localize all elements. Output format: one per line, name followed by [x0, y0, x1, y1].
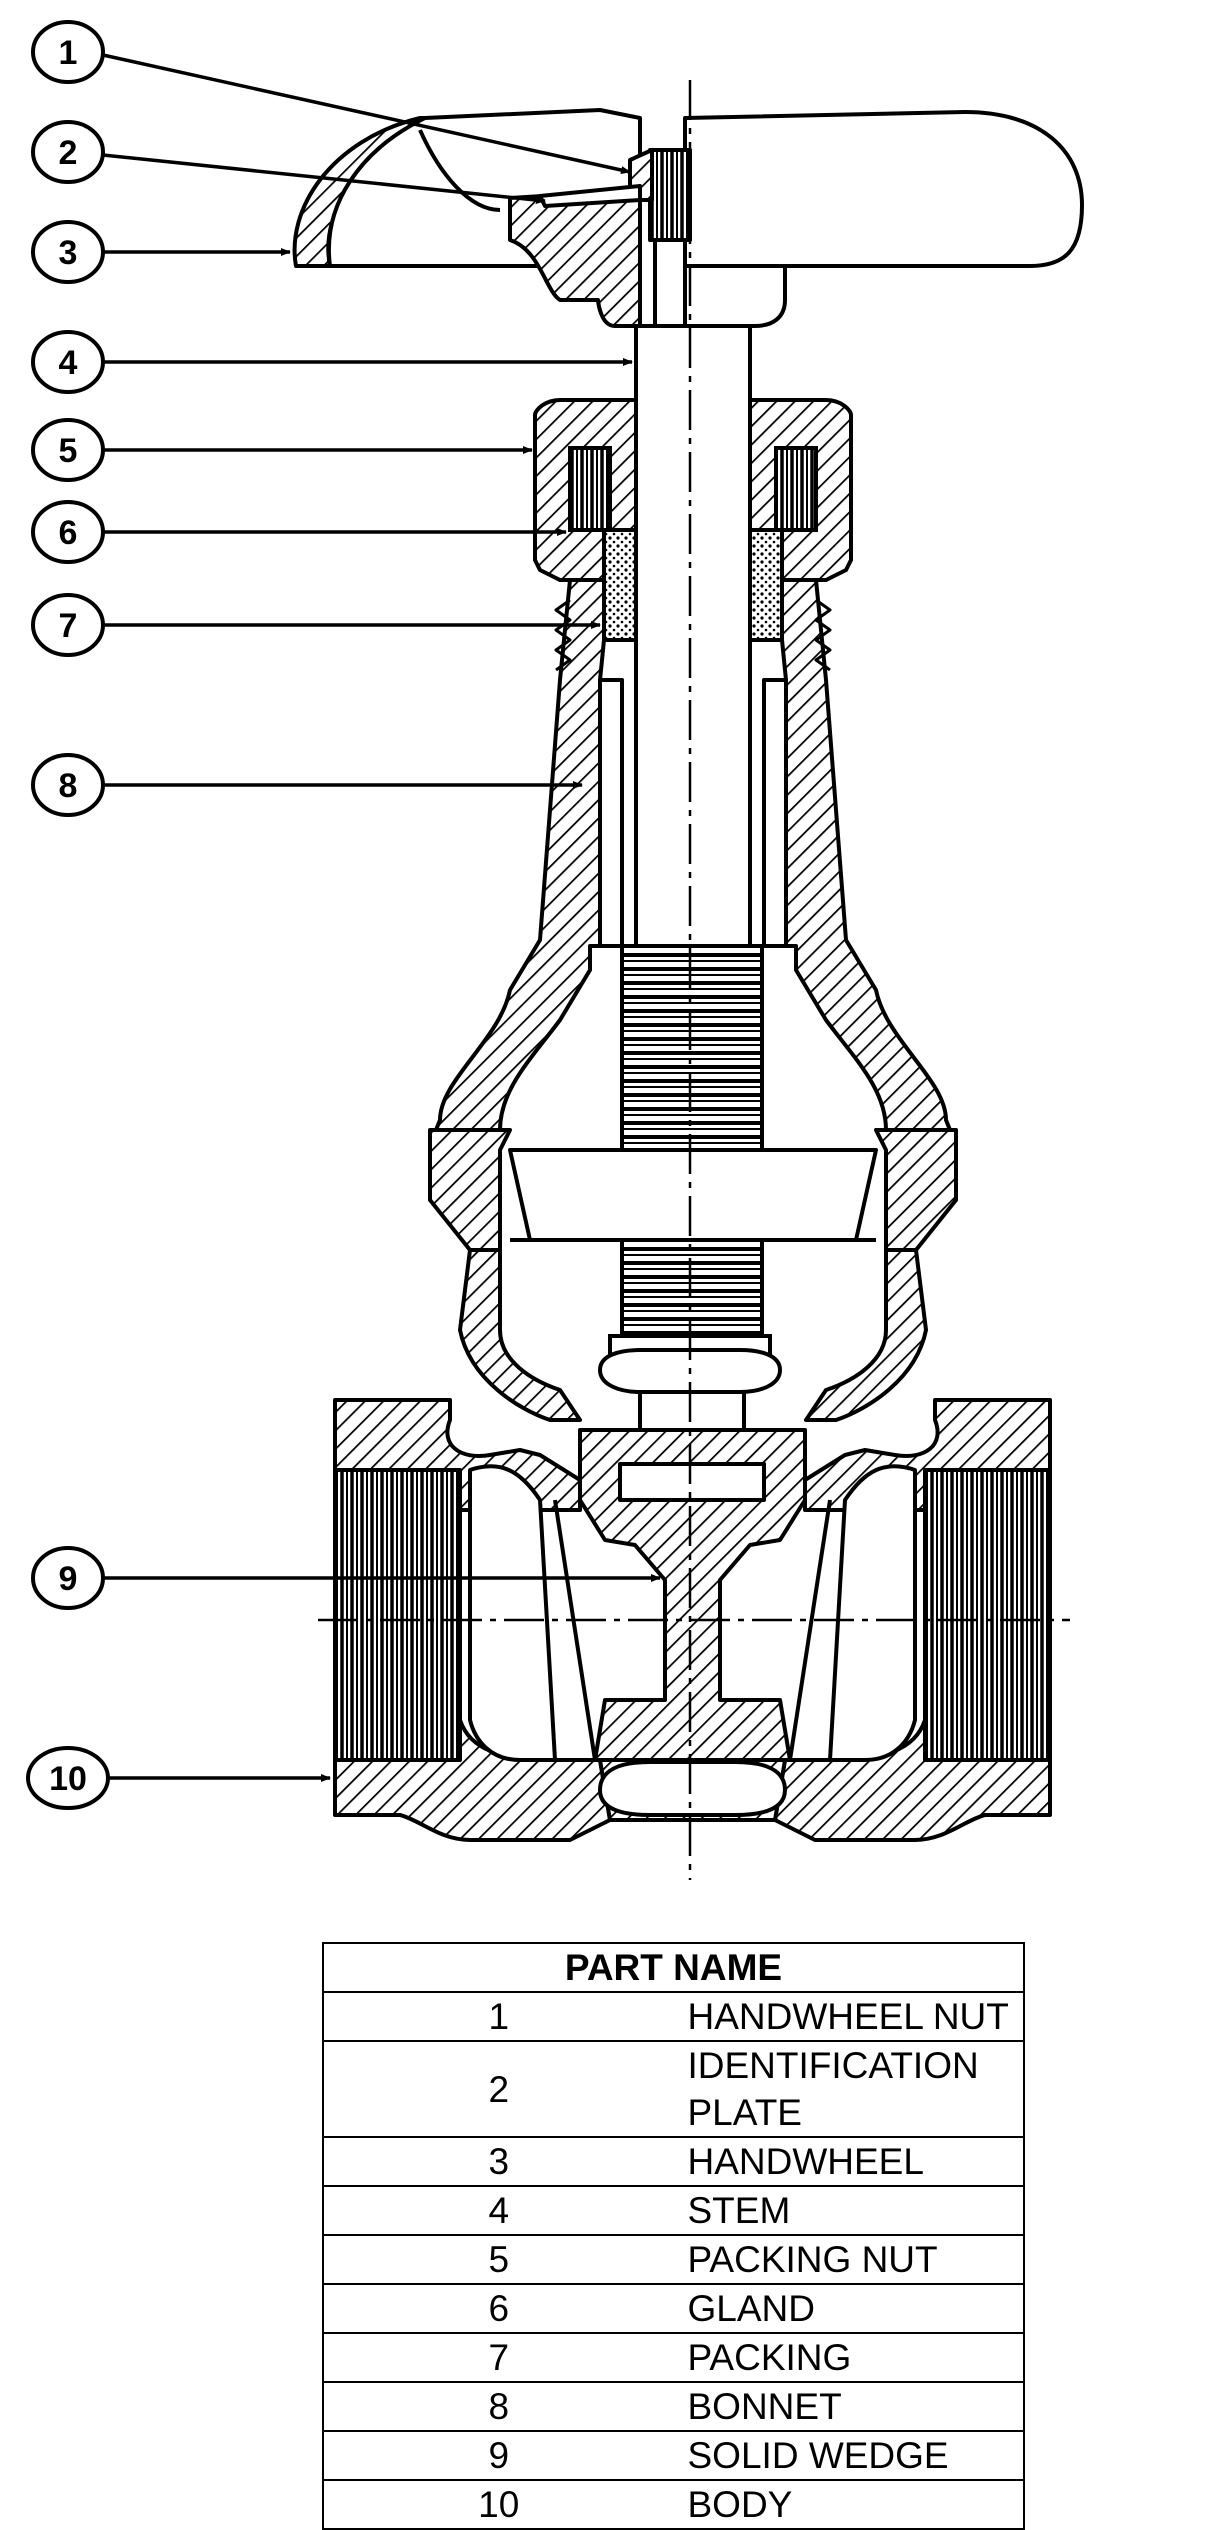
callout-8: 8	[31, 753, 583, 817]
callout-5: 5	[31, 418, 533, 482]
callout-10: 10	[26, 1746, 331, 1810]
callout-3: 3	[31, 220, 291, 284]
valve-body	[333, 1248, 1052, 1842]
svg-text:2: 2	[59, 134, 78, 172]
part-name: PACKING NUT	[673, 2234, 1025, 2285]
callout-6: 6	[31, 500, 567, 564]
gate-valve-diagram: 1 2 3 4 5 6 7	[26, 20, 1084, 1880]
table-header-row: PART NAME	[322, 1942, 1025, 1993]
callout-4: 4	[31, 330, 633, 394]
table-row: 3 HANDWHEEL	[322, 2136, 1025, 2187]
svg-text:10: 10	[49, 1760, 87, 1798]
part-number: 8	[322, 2381, 674, 2432]
part-number: 1	[322, 1991, 674, 2042]
part-name: PACKING	[673, 2332, 1025, 2383]
table-row: 1 HANDWHEEL NUT	[322, 1991, 1025, 2042]
part-number: 4	[322, 2185, 674, 2236]
part-name: HANDWHEEL	[673, 2136, 1025, 2187]
part-number: 9	[322, 2430, 674, 2481]
svg-text:1: 1	[59, 34, 78, 72]
packing-assembly	[533, 398, 853, 642]
table-row: 6 GLAND	[322, 2283, 1025, 2334]
table-row: 9 SOLID WEDGE	[322, 2430, 1025, 2481]
svg-text:5: 5	[59, 432, 78, 470]
part-number: 5	[322, 2234, 674, 2285]
table-row: 7 PACKING	[322, 2332, 1025, 2383]
part-number: 7	[322, 2332, 674, 2383]
part-number: 3	[322, 2136, 674, 2187]
parts-table: PART NAME 1 HANDWHEEL NUT 2 IDENTIFICATI…	[322, 1942, 1025, 2530]
part-name: BONNET	[673, 2381, 1025, 2432]
part-number: 6	[322, 2283, 674, 2334]
svg-text:7: 7	[59, 607, 78, 645]
svg-text:3: 3	[59, 234, 78, 272]
callout-7: 7	[31, 593, 601, 657]
part-number: 2	[322, 2040, 674, 2138]
part-number: 10	[322, 2479, 674, 2530]
table-row: 5 PACKING NUT	[322, 2234, 1025, 2285]
callouts: 1 2 3 4 5 6 7	[26, 20, 661, 1810]
centerlines	[318, 80, 1070, 1880]
svg-text:9: 9	[59, 1560, 78, 1598]
table-row: 4 STEM	[322, 2185, 1025, 2236]
solid-wedge	[553, 1428, 832, 1817]
part-name: GLAND	[673, 2283, 1025, 2334]
callout-2: 2	[31, 120, 546, 205]
svg-text:8: 8	[59, 767, 78, 805]
bonnet	[428, 578, 958, 1252]
part-name: IDENTIFICATION PLATE	[673, 2040, 1025, 2138]
callout-9: 9	[31, 1546, 661, 1610]
handwheel	[292, 108, 1084, 328]
part-name: SOLID WEDGE	[673, 2430, 1025, 2481]
table-row: 8 BONNET	[322, 2381, 1025, 2432]
stem	[597, 324, 783, 1502]
part-name: HANDWHEEL NUT	[673, 1991, 1025, 2042]
svg-text:6: 6	[59, 514, 78, 552]
part-name: BODY	[673, 2479, 1025, 2530]
table-header: PART NAME	[322, 1942, 1025, 1993]
table-row: 10 BODY	[322, 2479, 1025, 2530]
part-name: STEM	[673, 2185, 1025, 2236]
svg-text:4: 4	[59, 344, 78, 382]
callout-1: 1	[31, 20, 631, 174]
table-row: 2 IDENTIFICATION PLATE	[322, 2040, 1025, 2138]
